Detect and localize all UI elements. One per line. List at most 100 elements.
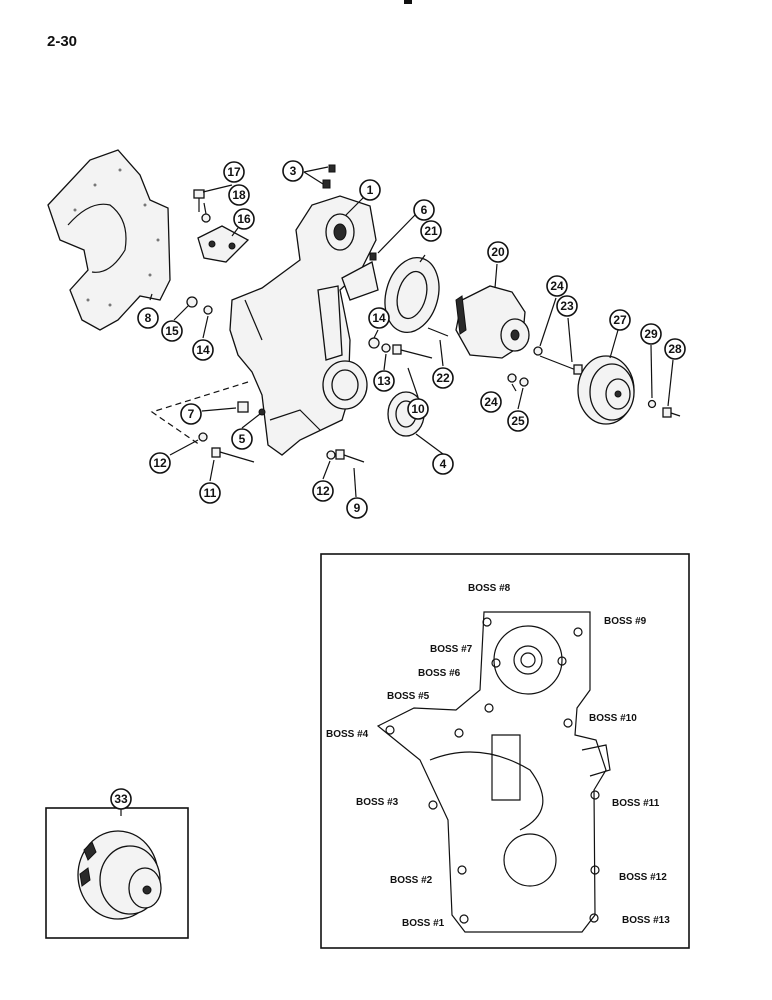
svg-text:14: 14 <box>196 343 210 357</box>
callout-11: 11 <box>199 482 221 504</box>
washer-mid <box>368 337 380 349</box>
boss-13-label: BOSS #13 <box>622 915 670 926</box>
svg-text:24: 24 <box>484 395 498 409</box>
svg-text:29: 29 <box>644 327 658 341</box>
callout-8: 8 <box>137 307 159 329</box>
callout-10: 10 <box>407 398 429 420</box>
front-cover-outline <box>376 611 611 933</box>
svg-text:20: 20 <box>491 245 505 259</box>
plug-small <box>369 252 377 261</box>
callout-29: 29 <box>640 323 662 345</box>
svg-text:18: 18 <box>232 188 246 202</box>
cap-screw-11 <box>211 447 255 463</box>
svg-text:11: 11 <box>204 486 217 500</box>
svg-text:24: 24 <box>550 279 564 293</box>
svg-text:15: 15 <box>165 324 179 338</box>
callout-24-lower: 24 <box>480 391 502 413</box>
cap-screw-9 <box>335 449 365 463</box>
boss-9-label: BOSS #9 <box>604 616 647 627</box>
callout-3: 3 <box>282 160 304 182</box>
callout-21: 21 <box>420 220 442 242</box>
dowel-pin-lower <box>322 179 331 189</box>
svg-text:14: 14 <box>372 311 386 325</box>
cap-screw-23 <box>539 355 583 375</box>
svg-text:23: 23 <box>560 299 574 313</box>
callout-23: 23 <box>556 295 578 317</box>
callout-17: 17 <box>223 161 245 183</box>
svg-text:12: 12 <box>316 484 330 498</box>
svg-text:22: 22 <box>436 371 450 385</box>
svg-text:4: 4 <box>440 457 447 471</box>
boss-12-label: BOSS #12 <box>619 872 667 883</box>
nut-25 <box>519 377 529 387</box>
svg-text:16: 16 <box>237 212 251 226</box>
front-cover-housing <box>229 195 379 456</box>
bracket-bolt <box>193 189 205 212</box>
callout-12-left: 12 <box>149 452 171 474</box>
svg-text:21: 21 <box>424 224 438 238</box>
plug <box>237 401 249 413</box>
front-cover-gasket <box>47 149 171 331</box>
svg-text:12: 12 <box>153 456 167 470</box>
cap-screw-10 <box>392 344 433 359</box>
callout-13: 13 <box>373 370 395 392</box>
boss-10-label: BOSS #10 <box>589 713 637 724</box>
cap-screw-28 <box>662 407 681 418</box>
washer-29 <box>647 399 657 409</box>
boss-2-label: BOSS #2 <box>390 875 433 886</box>
callout-5: 5 <box>231 428 253 450</box>
boss-1-label: BOSS #1 <box>402 918 445 929</box>
mounting-bracket <box>197 225 250 263</box>
callout-14-left: 14 <box>192 339 214 361</box>
callout-1: 1 <box>359 179 381 201</box>
callout-7: 7 <box>180 403 202 425</box>
stud <box>427 327 449 337</box>
callout-18: 18 <box>228 184 250 206</box>
callout-27: 27 <box>609 309 631 331</box>
callout-28: 28 <box>664 338 686 360</box>
svg-text:9: 9 <box>354 501 361 515</box>
callout-6: 6 <box>413 199 435 221</box>
viscous-fan-drive <box>77 830 162 920</box>
page-number: 2-30 <box>47 33 78 50</box>
leader-lines <box>149 166 674 498</box>
boss-8-label: BOSS #8 <box>468 583 511 594</box>
dowel-pin-upper <box>328 164 336 173</box>
boss-5-label: BOSS #5 <box>387 691 430 702</box>
boss-7-label: BOSS #7 <box>430 644 473 655</box>
svg-text:17: 17 <box>227 165 241 179</box>
washer-lower-left <box>198 432 208 442</box>
svg-text:7: 7 <box>188 407 195 421</box>
callout-9: 9 <box>346 497 368 519</box>
ball <box>258 408 266 416</box>
callout-33: 33 <box>110 788 132 810</box>
callout-16: 16 <box>233 208 255 230</box>
svg-text:3: 3 <box>290 164 297 178</box>
washer-24 <box>533 346 543 356</box>
nut-left <box>186 296 198 308</box>
svg-text:27: 27 <box>613 313 627 327</box>
svg-text:5: 5 <box>239 432 246 446</box>
boss-4-label: BOSS #4 <box>326 729 369 740</box>
washer-left <box>203 305 213 315</box>
water-pump <box>455 285 530 359</box>
boss-3-label: BOSS #3 <box>356 797 399 808</box>
callout-24-upper: 24 <box>546 275 568 297</box>
washer-lower-mid <box>326 450 336 460</box>
callout-4: 4 <box>432 453 454 475</box>
boss-inset-panel: BOSS #8 BOSS #9 BOSS #7 BOSS #6 BOSS #5 … <box>320 553 690 949</box>
fan-clutch-inset-panel <box>45 807 189 939</box>
boss-11-label: BOSS #11 <box>612 798 660 809</box>
bracket-washer <box>201 213 211 223</box>
cropped-title-fragment <box>404 0 412 4</box>
callout-15: 15 <box>161 320 183 342</box>
callout-20: 20 <box>487 241 509 263</box>
washer-24b <box>507 373 517 383</box>
svg-text:8: 8 <box>145 311 152 325</box>
callout-12-mid: 12 <box>312 480 334 502</box>
svg-text:10: 10 <box>411 402 425 416</box>
callout-22: 22 <box>432 367 454 389</box>
callout-25: 25 <box>507 410 529 432</box>
svg-text:6: 6 <box>421 203 428 217</box>
